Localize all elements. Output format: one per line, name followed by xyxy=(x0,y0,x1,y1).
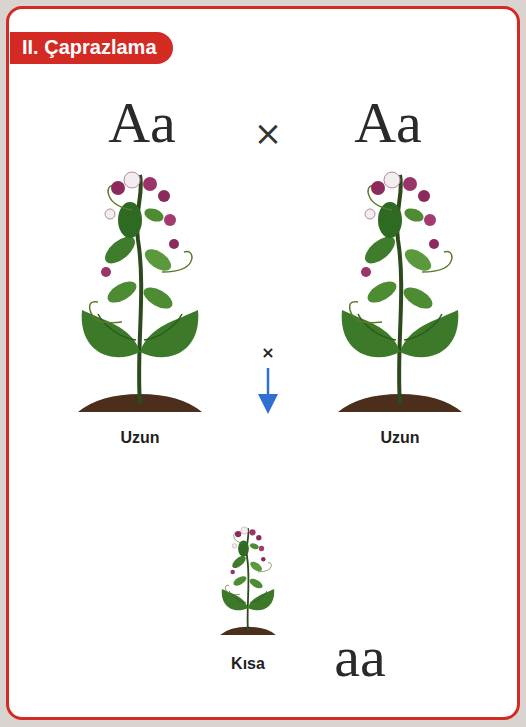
genotype-text: Aa xyxy=(108,89,176,156)
genotype-text: Aa xyxy=(354,89,422,156)
phenotype-label: Uzun xyxy=(380,429,419,447)
genotype-text: aa xyxy=(334,623,386,690)
title-text: II. Çaprazlama xyxy=(22,36,157,58)
cross-symbol: × xyxy=(261,343,274,362)
cross-symbol: × xyxy=(254,113,283,153)
phenotype-label: Uzun xyxy=(120,429,159,447)
phenotype-label: Kısa xyxy=(231,655,265,673)
header-tab: II. Çaprazlama xyxy=(10,32,173,64)
